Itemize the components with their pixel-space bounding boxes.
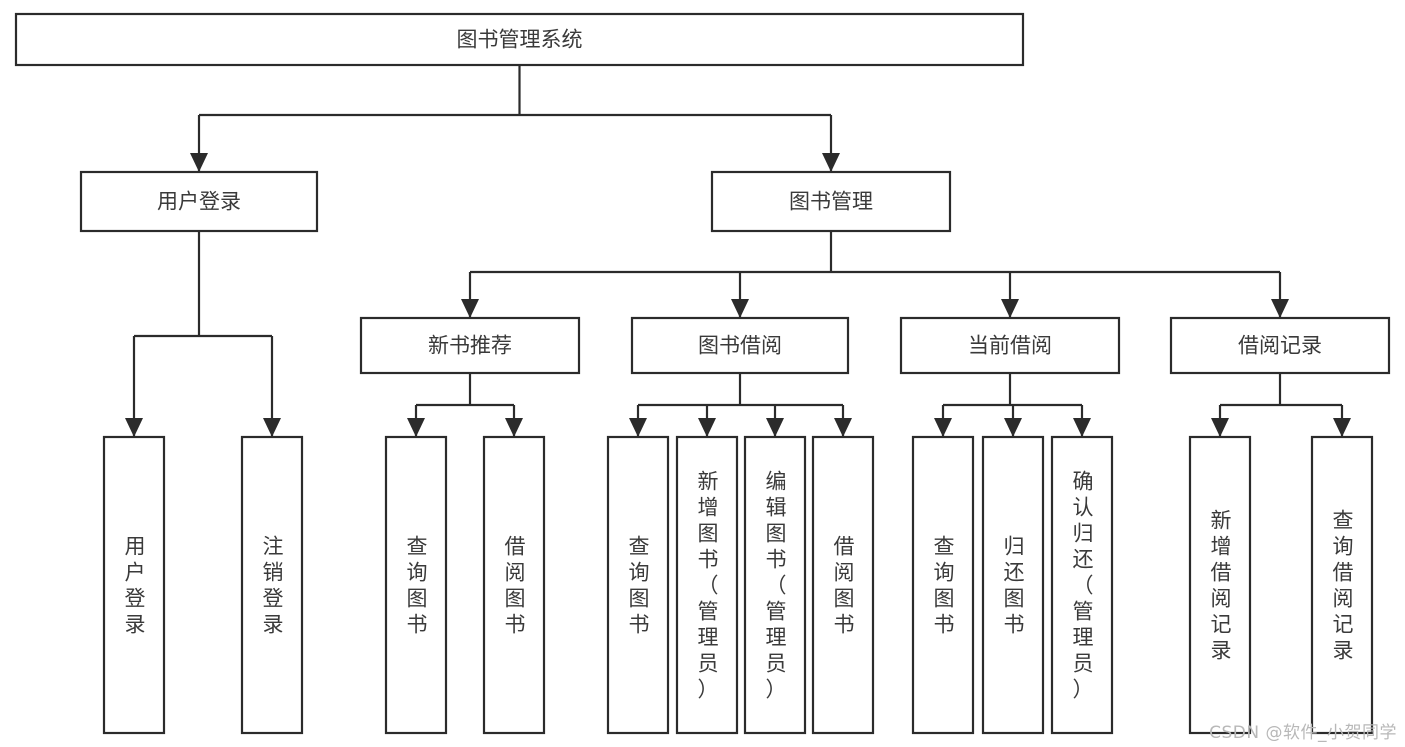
leaf-node-leaf-query-record[interactable]: 查询借阅记录 (1310, 435, 1374, 735)
leaf-node-leaf-query-book-1-label: 查询图书 (407, 534, 428, 636)
book-manage-arrow-2 (1001, 299, 1019, 318)
user-login-arrow-1 (263, 418, 281, 437)
level2-node-book-borrow-box[interactable] (630, 316, 850, 375)
leaf-node-leaf-borrow-book-1[interactable]: 借阅图书 (482, 435, 546, 735)
book-manage-arrow-3 (1271, 299, 1289, 318)
root-node[interactable]: 图书管理系统 (14, 12, 1025, 67)
leaf-node-leaf-logout[interactable]: 注销登录 (240, 435, 304, 735)
leaf-node-leaf-borrow-book-1-label: 借阅图书 (505, 534, 526, 636)
root-arrow-1 (822, 153, 840, 172)
book-manage-arrow-1 (731, 299, 749, 318)
leaf-node-leaf-borrow-book-2[interactable]: 借阅图书 (811, 435, 875, 735)
leaf-node-leaf-query-book-3-box[interactable] (911, 435, 975, 735)
level2-node-borrow-record-label: 借阅记录 (1238, 334, 1322, 358)
book-manage-arrow-0 (461, 299, 479, 318)
leaf-node-leaf-add-record-box[interactable] (1188, 435, 1252, 735)
leaf-node-leaf-add-book-label: 新增图书（管理员） (698, 469, 719, 701)
leaf-node-leaf-query-book-2-box[interactable] (606, 435, 670, 735)
book-borrow-arrow-3 (834, 418, 852, 437)
level2-node-borrow-record-box[interactable] (1169, 316, 1391, 375)
book-borrow-arrow-0 (629, 418, 647, 437)
node-layer: 图书管理系统用户登录图书管理新书推荐图书借阅当前借阅借阅记录用户登录注销登录查询… (14, 12, 1391, 735)
leaf-node-leaf-borrow-book-2-box[interactable] (811, 435, 875, 735)
root-arrow-0 (190, 153, 208, 172)
level2-node-borrow-record[interactable]: 借阅记录 (1169, 316, 1391, 375)
level2-node-new-book-recommend-label: 新书推荐 (428, 334, 512, 358)
level1-node-book-manage[interactable]: 图书管理 (710, 170, 952, 233)
leaf-node-leaf-return-book-box[interactable] (981, 435, 1045, 735)
leaf-node-leaf-add-record[interactable]: 新增借阅记录 (1188, 435, 1252, 735)
current-borrow-arrow-2 (1073, 418, 1091, 437)
level1-node-book-manage-box[interactable] (710, 170, 952, 233)
leaf-node-leaf-query-book-1-box[interactable] (384, 435, 448, 735)
book-borrow-arrow-2 (766, 418, 784, 437)
leaf-node-leaf-query-book-3-label: 查询图书 (934, 534, 955, 636)
leaf-node-leaf-return-book-label: 归还图书 (1004, 534, 1025, 636)
leaf-node-leaf-edit-book-label: 编辑图书（管理员） (766, 469, 787, 701)
leaf-node-leaf-confirm-return-box[interactable] (1050, 435, 1114, 735)
leaf-node-leaf-query-book-3[interactable]: 查询图书 (911, 435, 975, 735)
new-book-recommend-arrow-1 (505, 418, 523, 437)
leaf-node-leaf-query-book-2[interactable]: 查询图书 (606, 435, 670, 735)
level2-node-book-borrow-label: 图书借阅 (698, 334, 782, 358)
level1-node-user-login[interactable]: 用户登录 (79, 170, 319, 233)
leaf-node-leaf-user-login[interactable]: 用户登录 (102, 435, 166, 735)
leaf-node-leaf-confirm-return-label: 确认归还（管理员） (1073, 469, 1094, 701)
connector-layer (125, 65, 1351, 437)
borrow-record-arrow-1 (1333, 418, 1351, 437)
current-borrow-arrow-1 (1004, 418, 1022, 437)
new-book-recommend-arrow-0 (407, 418, 425, 437)
leaf-node-leaf-edit-book-box[interactable] (743, 435, 807, 735)
root-node-box[interactable] (14, 12, 1025, 67)
leaf-node-leaf-query-book-2-label: 查询图书 (629, 534, 650, 636)
leaf-node-leaf-query-record-box[interactable] (1310, 435, 1374, 735)
level1-node-book-manage-label: 图书管理 (789, 190, 873, 214)
level1-node-user-login-label: 用户登录 (157, 190, 241, 214)
leaf-node-leaf-logout-box[interactable] (240, 435, 304, 735)
leaf-node-leaf-query-book-1[interactable]: 查询图书 (384, 435, 448, 735)
leaf-node-leaf-query-record-label: 查询借阅记录 (1333, 508, 1354, 662)
level2-node-current-borrow-label: 当前借阅 (968, 334, 1052, 358)
leaf-node-leaf-logout-label: 注销登录 (263, 534, 284, 636)
level2-node-current-borrow-box[interactable] (899, 316, 1121, 375)
leaf-node-leaf-add-book[interactable]: 新增图书（管理员） (675, 435, 739, 735)
leaf-node-leaf-confirm-return[interactable]: 确认归还（管理员） (1050, 435, 1114, 735)
watermark-label: CSDN @软件_小贺同学 (1209, 723, 1397, 743)
leaf-node-leaf-borrow-book-1-box[interactable] (482, 435, 546, 735)
leaf-node-leaf-add-book-box[interactable] (675, 435, 739, 735)
leaf-node-leaf-borrow-book-2-label: 借阅图书 (834, 534, 855, 636)
level2-node-current-borrow[interactable]: 当前借阅 (899, 316, 1121, 375)
level2-node-new-book-recommend-box[interactable] (359, 316, 581, 375)
leaf-node-leaf-user-login-label: 用户登录 (125, 534, 146, 636)
level1-node-user-login-box[interactable] (79, 170, 319, 233)
leaf-node-leaf-return-book[interactable]: 归还图书 (981, 435, 1045, 735)
level2-node-new-book-recommend[interactable]: 新书推荐 (359, 316, 581, 375)
user-login-arrow-0 (125, 418, 143, 437)
leaf-node-leaf-user-login-box[interactable] (102, 435, 166, 735)
level2-node-book-borrow[interactable]: 图书借阅 (630, 316, 850, 375)
current-borrow-arrow-0 (934, 418, 952, 437)
root-node-label: 图书管理系统 (457, 28, 583, 52)
leaf-node-leaf-add-record-label: 新增借阅记录 (1211, 508, 1232, 662)
leaf-node-leaf-edit-book[interactable]: 编辑图书（管理员） (743, 435, 807, 735)
borrow-record-arrow-0 (1211, 418, 1229, 437)
book-borrow-arrow-1 (698, 418, 716, 437)
